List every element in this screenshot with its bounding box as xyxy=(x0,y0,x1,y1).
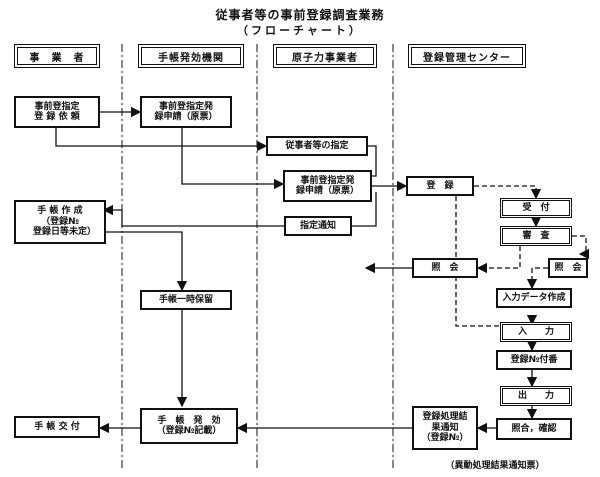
node-result-notice: 登録処理結 果通知 （登録№） xyxy=(412,406,478,450)
node-handbook-hold: 手帳一時保留 xyxy=(140,290,232,310)
node-receipt: 受 付 xyxy=(500,198,572,218)
node-prereg-application-2: 事前登指定発 録申請（原票） xyxy=(283,170,372,202)
node-prereg-request: 事前登指定 登 録 依 頼 xyxy=(14,96,100,128)
node-registration: 登 録 xyxy=(406,176,474,196)
node-handbook-delivery: 手 帳 交 付 xyxy=(14,416,100,438)
footnote: （異動処理結果通知票） xyxy=(445,461,545,471)
lane-header-operator: 原子力事業者 xyxy=(273,44,377,68)
node-handbook-issue: 手 帳 発 効 （登録№記載） xyxy=(140,408,238,444)
node-output: 出 力 xyxy=(500,386,572,406)
diagram-subtitle: （フローチャート） xyxy=(237,24,363,37)
node-collation: 照合，確認 xyxy=(496,418,572,440)
node-input: 入 力 xyxy=(500,322,572,342)
node-prereg-application: 事前登指定発 録申請（原票） xyxy=(140,96,232,128)
node-inquiry-right: 照 会 xyxy=(548,258,588,278)
node-reg-number: 登録№付番 xyxy=(496,350,572,370)
node-data-entry: 入力データ作成 xyxy=(496,288,572,308)
lane-header-employer: 事 業 者 xyxy=(14,44,100,68)
node-inquiry-left: 照 会 xyxy=(412,258,478,278)
node-worker-designation: 従事者等の指定 xyxy=(266,136,368,156)
lane-header-issuer: 手帳発効機関 xyxy=(138,44,244,68)
node-designation-notice: 指定通知 xyxy=(284,216,352,236)
diagram-title: 従事者等の事前登録調査業務 xyxy=(215,8,385,22)
lane-header-center: 登録管理センター xyxy=(408,44,526,68)
node-handbook-creation: 手 帳 作 成 （登録№ 登録日等未定） xyxy=(14,200,106,244)
node-review: 審 査 xyxy=(500,226,572,246)
